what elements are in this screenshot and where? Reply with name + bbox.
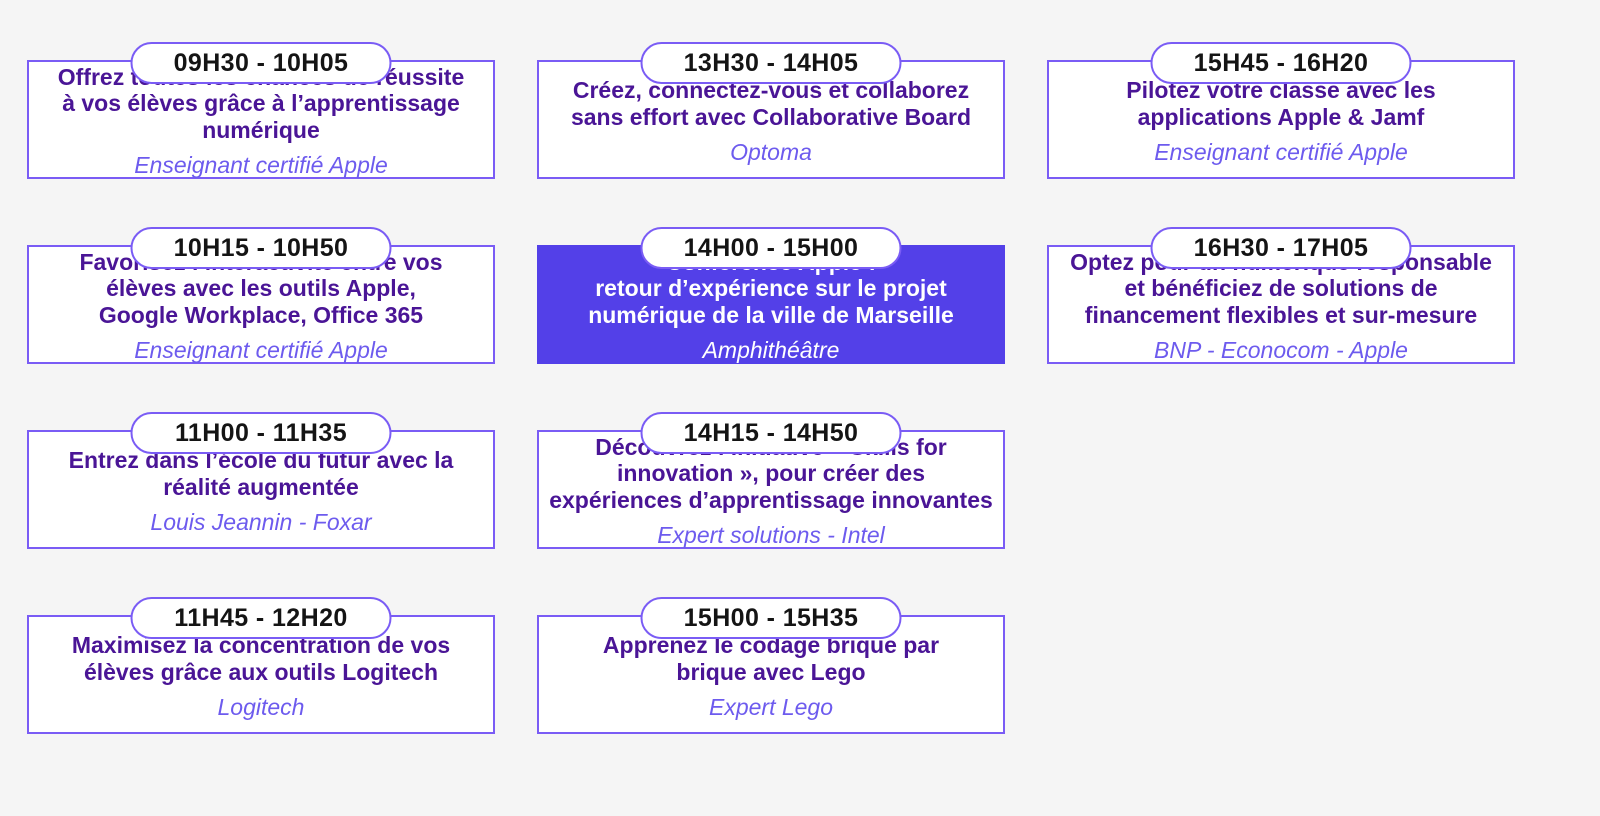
session-speaker: Enseignant certifié Apple [1154, 138, 1408, 165]
session-cell: Conférence Apple : retour d’expérience s… [537, 227, 1005, 364]
session-title: Pilotez votre classe avec les applicatio… [1126, 76, 1436, 130]
session-cell: Pilotez votre classe avec les applicatio… [1047, 42, 1515, 179]
session-speaker: Enseignant certifié Apple [134, 336, 388, 363]
session-speaker: Enseignant certifié Apple [134, 151, 388, 178]
session-time-badge: 11H00 - 11H35 [130, 412, 392, 454]
session-cell: Entrez dans l’école du futur avec la réa… [27, 412, 495, 549]
session-title: Créez, connectez-vous et collaborez sans… [570, 76, 972, 130]
session-cell: Apprenez le codage brique par brique ave… [537, 597, 1005, 734]
session-card-body: Entrez dans l’école du futur avec la réa… [39, 446, 483, 537]
session-card-body: Maximisez la concentration de vos élèves… [39, 631, 483, 722]
session-speaker: Amphithéâtre [702, 336, 840, 363]
session-speaker: Expert Lego [708, 693, 834, 720]
session-title: Apprenez le codage brique par brique ave… [602, 631, 940, 685]
session-card-body: Conférence Apple : retour d’expérience s… [549, 249, 993, 363]
session-time-badge: 15H45 - 16H20 [1150, 42, 1412, 84]
session-card-body: Apprenez le codage brique par brique ave… [549, 631, 993, 722]
session-speaker: Expert solutions - Intel [657, 521, 885, 548]
session-time-badge: 15H00 - 15H35 [640, 597, 902, 639]
session-time-badge: 11H45 - 12H20 [130, 597, 392, 639]
session-time-badge: 16H30 - 17H05 [1150, 227, 1412, 269]
session-cell: Favorisez l’interactivité entre vos élèv… [27, 227, 495, 364]
session-speaker: Louis Jeannin - Foxar [150, 508, 372, 535]
session-speaker: Optoma [730, 138, 812, 165]
session-time-badge: 13H30 - 14H05 [640, 42, 902, 84]
session-speaker: Logitech [217, 693, 305, 720]
session-card-body: Optez pour un numérique responsable et b… [1059, 249, 1503, 363]
session-card-body: Pilotez votre classe avec les applicatio… [1059, 76, 1503, 167]
session-time-badge: 09H30 - 10H05 [130, 42, 392, 84]
session-speaker: BNP - Econocom - Apple [1154, 336, 1408, 363]
session-card-body: Favorisez l’interactivité entre vos élèv… [39, 249, 483, 363]
session-cell: Optez pour un numérique responsable et b… [1047, 227, 1515, 364]
session-cell: Découvrez l’initiative « Skills for inno… [537, 412, 1005, 549]
session-cell: Offrez toutes les chances de réussite à … [27, 42, 495, 179]
session-cell: Créez, connectez-vous et collaborez sans… [537, 42, 1005, 179]
session-card-body: Découvrez l’initiative « Skills for inno… [549, 434, 993, 548]
session-title: Maximisez la concentration de vos élèves… [71, 631, 451, 685]
session-time-badge: 14H15 - 14H50 [640, 412, 902, 454]
session-cell: Maximisez la concentration de vos élèves… [27, 597, 495, 734]
session-card-body: Offrez toutes les chances de réussite à … [39, 64, 483, 178]
session-card-body: Créez, connectez-vous et collaborez sans… [549, 76, 993, 167]
session-time-badge: 14H00 - 15H00 [640, 227, 902, 269]
session-title: Entrez dans l’école du futur avec la réa… [68, 446, 454, 500]
session-time-badge: 10H15 - 10H50 [130, 227, 392, 269]
